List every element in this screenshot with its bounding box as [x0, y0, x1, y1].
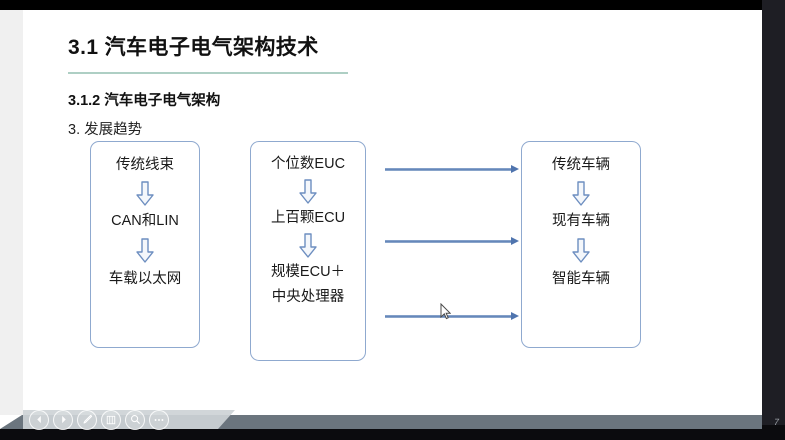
page-title: 3.1 汽车电子电气架构技术 — [68, 36, 319, 59]
down-arrow-icon — [572, 181, 590, 206]
connector-shaft — [385, 240, 512, 243]
taskbar-notch — [0, 415, 22, 429]
section-subtitle: 3.1.2 汽车电子电气架构 — [68, 93, 221, 109]
down-arrow-icon — [136, 238, 154, 263]
box-ecu-evolution: 个位数EUC 上百颗ECU 规模ECU＋ 中央处理器 — [250, 141, 366, 361]
connector-arrow-bottom — [385, 312, 519, 320]
next-slide-icon[interactable] — [53, 409, 73, 430]
title-underline — [68, 72, 348, 74]
step-label: CAN和LIN — [111, 213, 179, 230]
step-label: 智能车辆 — [552, 271, 610, 288]
connector-arrow-top — [385, 165, 519, 173]
left-letterbox — [0, 10, 23, 425]
pen-icon[interactable] — [77, 409, 97, 430]
slideshow-control-strip — [23, 409, 218, 430]
step-label: 车载以太网 — [108, 271, 182, 288]
arrow-head-icon — [511, 312, 519, 320]
connector-shaft — [385, 168, 512, 171]
step-label: 传统车辆 — [552, 157, 610, 173]
down-arrow-icon — [299, 179, 317, 204]
section-item: 3. 发展趋势 — [68, 122, 143, 138]
more-options-icon[interactable] — [149, 409, 169, 430]
arrow-head-icon — [511, 237, 519, 245]
step-label: 传统线束 — [116, 157, 174, 173]
top-letterbox — [0, 0, 785, 10]
slide-canvas: 3.1 汽车电子电气架构技术 3.1.2 汽车电子电气架构 3. 发展趋势 传统… — [23, 10, 762, 415]
box-network-evolution: 传统线束 CAN和LIN 车载以太网 — [90, 141, 200, 348]
arrow-head-icon — [511, 165, 519, 173]
step-label: 个位数EUC — [270, 156, 346, 172]
right-letterbox — [762, 0, 785, 440]
down-arrow-icon — [572, 238, 590, 263]
down-arrow-icon — [136, 181, 154, 206]
connector-arrow-middle — [385, 237, 519, 245]
control-strip-tail — [218, 410, 235, 429]
box-vehicle-evolution: 传统车辆 现有车辆 智能车辆 — [521, 141, 641, 348]
down-arrow-icon — [299, 233, 317, 258]
step-label: 规模ECU＋ — [270, 264, 346, 281]
connector-shaft — [385, 315, 512, 318]
step-label: 上百颗ECU — [270, 210, 346, 227]
step-label-continuation: 中央处理器 — [271, 289, 345, 306]
previous-slide-icon[interactable] — [29, 409, 49, 430]
all-slides-icon[interactable] — [101, 409, 121, 430]
step-label: 现有车辆 — [552, 213, 610, 230]
zoom-icon[interactable] — [125, 409, 145, 430]
